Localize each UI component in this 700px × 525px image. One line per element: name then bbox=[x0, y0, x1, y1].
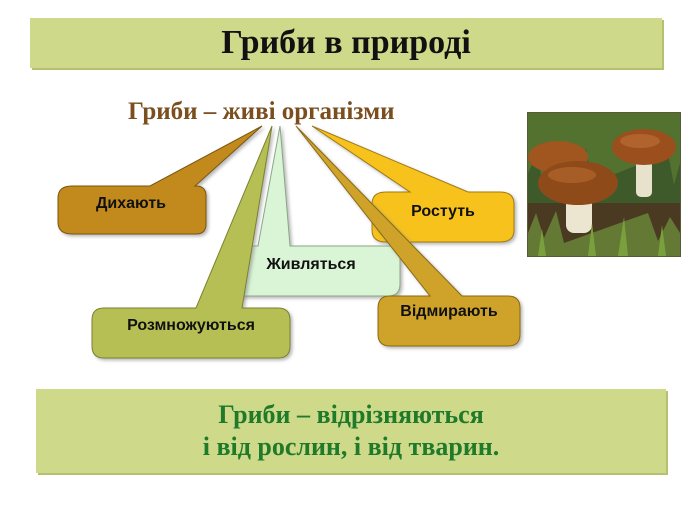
callout-grow: Ростуть bbox=[411, 203, 475, 220]
callout-feed: Живляться bbox=[266, 256, 356, 273]
title-band: Гриби в природі bbox=[30, 18, 662, 68]
conclusion-line-1: Гриби – відрізняються bbox=[218, 399, 484, 429]
conclusion-band: Гриби – відрізняються і від рослин, і ві… bbox=[36, 389, 666, 473]
callout-breathe-shape bbox=[57, 125, 263, 235]
callout-die-shape bbox=[295, 125, 521, 347]
subtitle: Гриби – живі організми bbox=[128, 98, 395, 125]
mushroom-photo bbox=[527, 112, 681, 257]
callout-reproduce: Розмножуються bbox=[127, 317, 255, 334]
page-title: Гриби в природі bbox=[221, 24, 471, 61]
callout-breathe: Дихають bbox=[96, 195, 166, 212]
conclusion-line-2: і від рослин, і від тварин. bbox=[202, 432, 500, 461]
callout-die: Відмирають bbox=[400, 303, 498, 320]
callout-grow-shape bbox=[311, 125, 515, 243]
callout-reproduce-shape bbox=[91, 125, 291, 359]
